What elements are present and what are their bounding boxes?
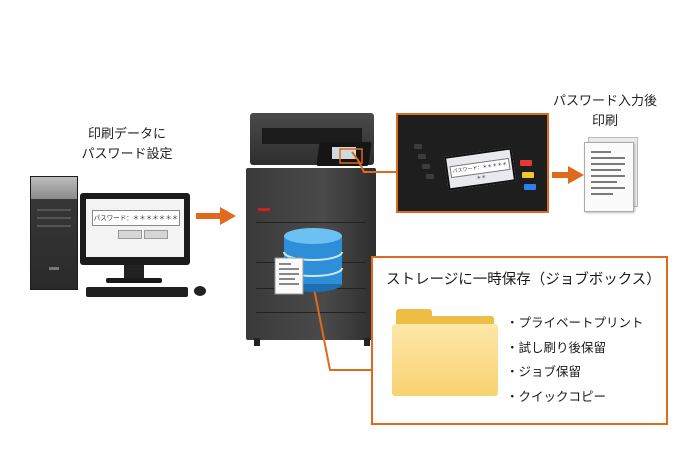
folder-front [392,324,498,396]
panel-key-yellow [522,172,534,178]
panel-button [414,144,422,149]
panel-button [422,164,430,169]
pc-screen [86,199,184,257]
pc-caption-line-2: パスワード設定 [81,147,173,162]
storage-item: プライベートプリント [506,311,644,336]
panel-button [418,154,426,159]
mfp-panel-screen [332,147,356,159]
panel-highlight [339,148,363,164]
panel-zoom-connector [351,151,396,173]
mfp-foot [254,338,260,346]
storage-item: クイックコピー [506,385,644,410]
mfp-document-feeder [262,128,362,144]
storage-item: 試し刷り後保留 [506,336,644,361]
mfp-drawer-line [256,312,366,313]
mfp-drawer-line [256,222,366,223]
storage-title: ストレージに一時保存（ジョブボックス） [386,272,661,288]
mfp-foot [364,338,370,346]
stored-document-icon [274,257,304,295]
folder-tab [396,309,432,319]
pc-caption-line-1: 印刷データに [87,127,166,142]
storage-item: ジョブ保留 [506,360,644,385]
output-caption: パスワード入力後 印刷 [540,92,670,132]
panel-key-red [520,160,532,166]
storage-connector [309,267,372,371]
pc-monitor-base [106,278,162,283]
pc-monitor-stand [124,265,144,279]
mfp-logo [258,208,270,211]
arrow-pc-to-mfp [196,207,236,225]
arrow-panel-to-document [552,166,584,184]
pc-caption: 印刷データに パスワード設定 [52,125,202,165]
printed-document [584,142,634,212]
pc-password-field: パスワード：＊＊＊＊＊＊＊ [92,210,180,226]
panel-key-blue [524,184,536,190]
pc-tower [30,176,78,290]
pc-dialog-button [118,230,142,239]
pc-dialog-button [144,230,168,239]
pc-mouse [194,286,206,296]
panel-button [426,174,434,179]
output-caption-line-2: 印刷 [591,114,618,129]
output-caption-line-1: パスワード入力後 [552,94,657,109]
pc-keyboard [86,287,188,297]
storage-list: プライベートプリント 試し刷り後保留 ジョブ保留 クイックコピー [506,311,644,409]
